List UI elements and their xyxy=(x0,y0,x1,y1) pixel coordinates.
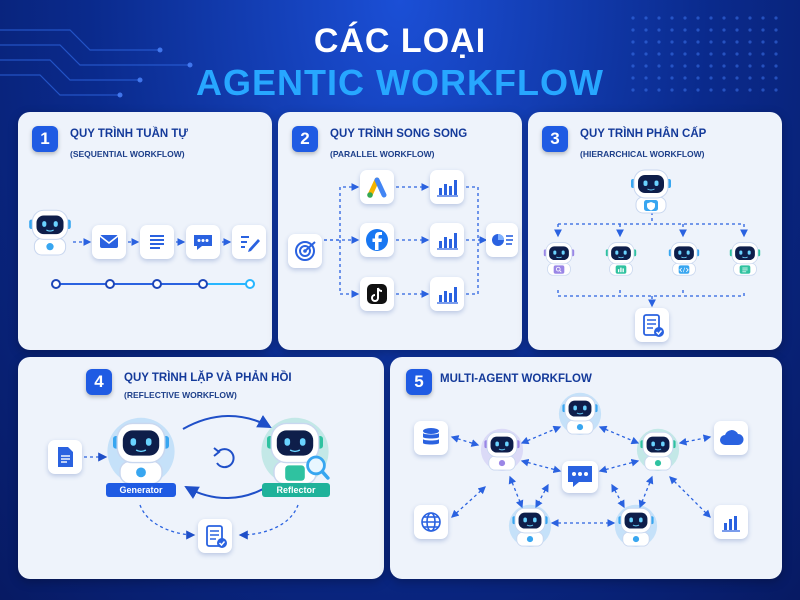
robot-icon xyxy=(480,428,524,471)
robot-icon xyxy=(558,392,602,435)
worker-robot-code xyxy=(665,238,703,281)
bar-chart-icon xyxy=(430,170,464,204)
reflector-robot xyxy=(260,415,330,490)
robot-icon xyxy=(29,209,71,256)
reflector-label: Reflector xyxy=(262,483,330,497)
bar-chart-icon xyxy=(714,505,748,539)
refresh-icon xyxy=(213,447,235,469)
panel-number-badge: 5 xyxy=(406,369,432,395)
bar-chart-icon xyxy=(430,223,464,257)
robot-icon xyxy=(614,504,658,547)
panel-multi-agent: 5 MULTI-AGENT WORKFLOW xyxy=(390,357,782,579)
reflective-connectors xyxy=(84,415,299,540)
worker-robot-document xyxy=(726,238,764,281)
robot-icon xyxy=(668,242,700,276)
database-icon xyxy=(414,421,448,455)
facebook-icon xyxy=(360,223,394,257)
panel-title: QUY TRÌNH LẶP VÀ PHẢN HỒI xyxy=(124,372,292,384)
robot-icon xyxy=(508,504,552,547)
robot-icon xyxy=(729,242,761,276)
globe-icon xyxy=(414,505,448,539)
panel-subtitle: (REFLECTIVE WORKFLOW) xyxy=(124,390,237,400)
panel-subtitle: (SEQUENTIAL WORKFLOW) xyxy=(70,149,185,159)
panel-title: MULTI-AGENT WORKFLOW xyxy=(440,373,592,385)
robot-icon xyxy=(24,204,76,261)
parallel-connectors xyxy=(324,183,488,298)
hierarchy-connectors xyxy=(554,212,748,308)
robot-icon xyxy=(605,242,637,276)
bar-chart-icon xyxy=(430,277,464,311)
google-ads-icon xyxy=(360,170,394,204)
tiktok-icon xyxy=(360,277,394,311)
panel-title: QUY TRÌNH TUẦN TỰ xyxy=(70,128,188,140)
panel-sequential: 1 QUY TRÌNH TUẦN TỰ (SEQUENTIAL WORKFLOW… xyxy=(18,112,272,350)
panel-number-badge: 1 xyxy=(32,126,58,152)
panel-hierarchical: 3 QUY TRÌNH PHÂN CẤP (HIERARCHICAL WORKF… xyxy=(528,112,782,350)
chat-icon xyxy=(186,225,220,259)
agent-robot-bottom-right xyxy=(614,503,658,552)
chat-hub-icon xyxy=(562,461,598,493)
output-document-icon xyxy=(198,519,232,553)
agent-robot-right xyxy=(636,427,680,476)
panel-subtitle: (PARALLEL WORKFLOW) xyxy=(330,149,435,159)
mail-icon xyxy=(92,225,126,259)
report-icon xyxy=(635,308,669,342)
page-subtitle: AGENTIC WORKFLOW xyxy=(196,62,604,103)
panel-title: QUY TRÌNH PHÂN CẤP xyxy=(580,128,707,140)
panel-number-badge: 3 xyxy=(542,126,568,152)
edit-icon xyxy=(232,225,266,259)
sequence-connectors xyxy=(51,238,255,289)
panel-number-badge: 4 xyxy=(86,369,112,395)
input-document-icon xyxy=(48,440,82,474)
robot-icon xyxy=(636,428,680,471)
panel-parallel: 2 QUY TRÌNH SONG SONG (PARALLEL WORKFLOW… xyxy=(278,112,522,350)
document-icon xyxy=(140,225,174,259)
page-title: CÁC LOẠI xyxy=(313,22,487,60)
robot-icon xyxy=(543,242,575,276)
generator-label: Generator xyxy=(106,483,176,497)
robot-icon xyxy=(631,169,671,214)
multi-agent-connectors xyxy=(450,425,712,527)
worker-robot-search xyxy=(540,238,578,281)
target-icon xyxy=(288,234,322,268)
agent-robot-bottom-left xyxy=(508,503,552,552)
generator-robot xyxy=(106,415,176,490)
agent-robot-top xyxy=(558,391,602,440)
panel-title: QUY TRÌNH SONG SONG xyxy=(330,128,468,140)
pie-report-icon xyxy=(486,223,518,257)
agent-robot-left xyxy=(480,427,524,476)
worker-robot-chart xyxy=(602,238,640,281)
panel-subtitle: (HIERARCHICAL WORKFLOW) xyxy=(580,149,705,159)
robot-icon xyxy=(107,417,175,485)
cloud-icon xyxy=(714,421,748,455)
manager-robot-icon xyxy=(626,164,676,219)
panel-reflective: 4 QUY TRÌNH LẶP VÀ PHẢN HỒI (REFLECTIVE … xyxy=(18,357,384,579)
panel-number-badge: 2 xyxy=(292,126,318,152)
robot-icon xyxy=(261,417,330,485)
